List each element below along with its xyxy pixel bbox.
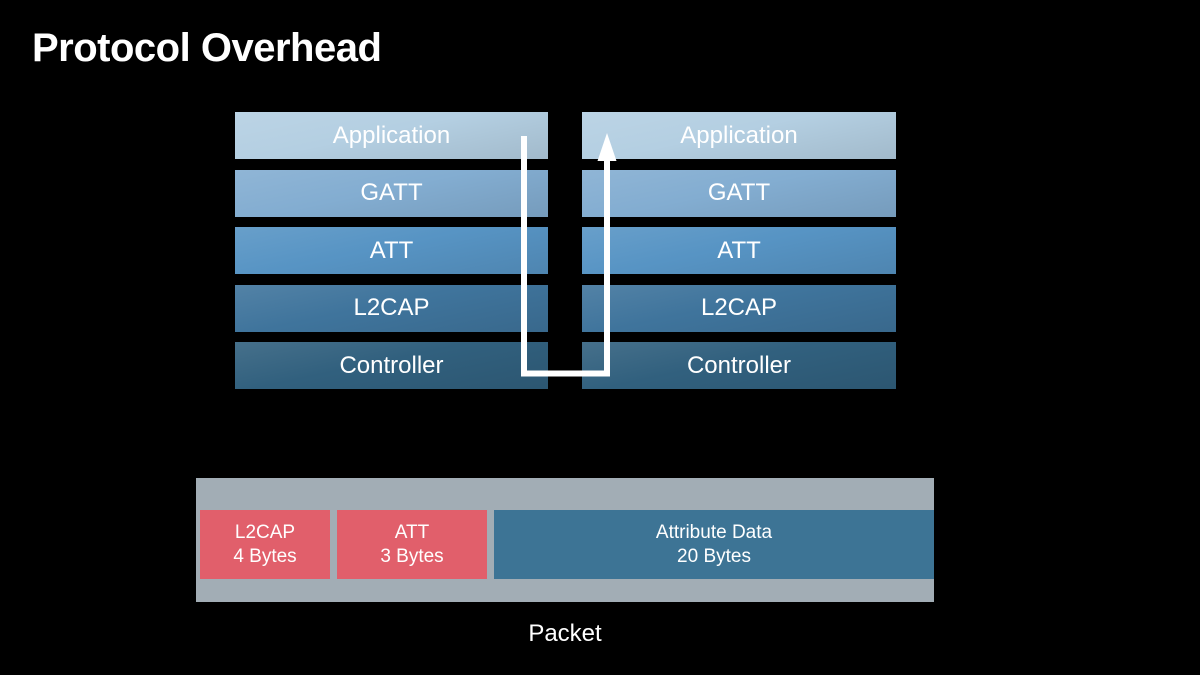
- packet-bar: L2CAP 4 Bytes ATT 3 Bytes Attribute Data…: [196, 478, 934, 602]
- packet-segment-attribute-data: Attribute Data 20 Bytes: [494, 510, 934, 579]
- stack-layer-att: ATT: [582, 227, 896, 274]
- segment-size: 3 Bytes: [380, 545, 444, 567]
- protocol-stack-right: Application GATT ATT L2CAP Controller: [582, 112, 896, 389]
- stack-layer-gatt: GATT: [235, 169, 548, 217]
- stack-layer-att: ATT: [235, 227, 548, 274]
- stack-layer-l2cap: L2CAP: [582, 284, 896, 332]
- segment-name: ATT: [394, 521, 430, 543]
- segment-size: 4 Bytes: [233, 545, 297, 567]
- stack-layer-gatt: GATT: [582, 169, 896, 217]
- packet-segment-att: ATT 3 Bytes: [337, 510, 487, 579]
- stack-layer-application: Application: [235, 112, 548, 159]
- stack-layer-controller: Controller: [582, 342, 896, 389]
- protocol-stack-left: Application GATT ATT L2CAP Controller: [235, 112, 548, 389]
- roundtrip-arrow: [521, 133, 617, 377]
- slide-title: Protocol Overhead: [32, 26, 382, 70]
- packet-segments: L2CAP 4 Bytes ATT 3 Bytes Attribute Data…: [200, 510, 934, 579]
- segment-name: L2CAP: [234, 521, 296, 543]
- packet-label: Packet: [528, 620, 602, 647]
- roundtrip-arrow-head-icon: [597, 133, 617, 161]
- stack-layer-controller: Controller: [235, 342, 548, 389]
- stack-layer-l2cap: L2CAP: [235, 284, 548, 332]
- stack-layer-application: Application: [582, 112, 896, 159]
- roundtrip-arrow-line: [521, 136, 610, 377]
- segment-size: 20 Bytes: [677, 545, 751, 567]
- segment-name: Attribute Data: [655, 521, 773, 543]
- packet-segment-l2cap: L2CAP 4 Bytes: [200, 510, 330, 579]
